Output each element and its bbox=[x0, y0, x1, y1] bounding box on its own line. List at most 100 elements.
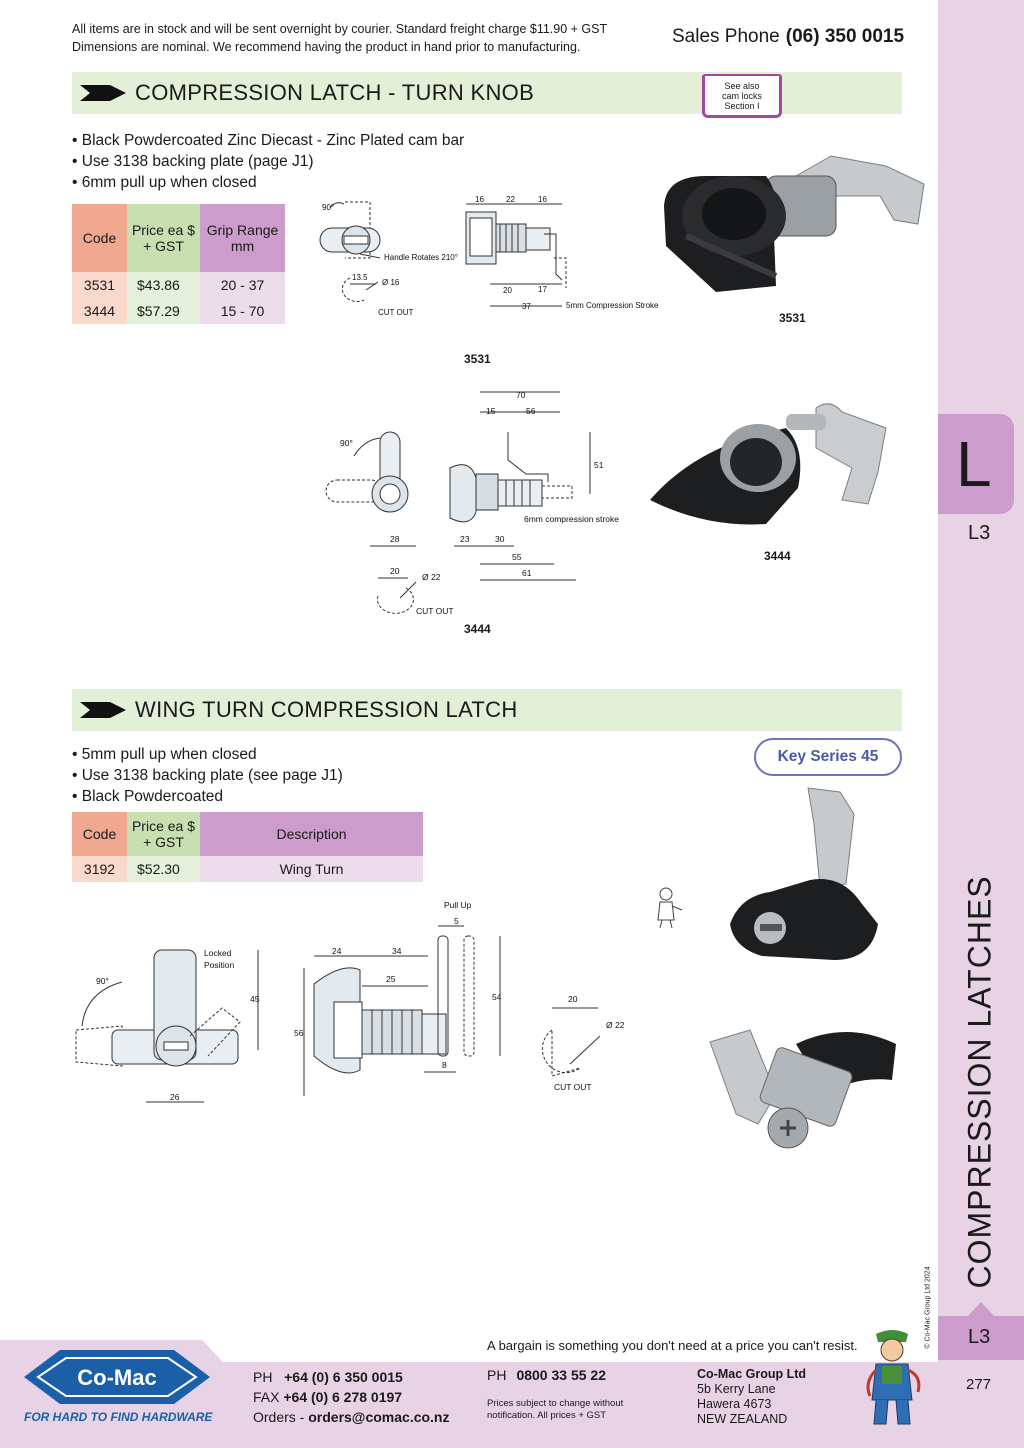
drawing-3531: 90° Handle Rotates 210° 13.5 Ø 16 CUT OU… bbox=[319, 195, 659, 317]
svg-text:90°: 90° bbox=[96, 976, 109, 986]
side-band bbox=[938, 0, 1024, 1448]
mascot-icon bbox=[866, 1330, 921, 1425]
header-price: Price ea $ + GST bbox=[127, 204, 200, 272]
header-code: Code bbox=[72, 204, 127, 272]
section-header-wing-turn: WING TURN COMPRESSION LATCH bbox=[72, 689, 902, 731]
svg-text:20: 20 bbox=[390, 566, 400, 576]
svg-text:34: 34 bbox=[392, 946, 402, 956]
price-table-turn-knob: Code Price ea $ + GST Grip Range mm 3531… bbox=[72, 204, 285, 324]
svg-text:Locked: Locked bbox=[204, 948, 232, 958]
feature-list-wing-turn: • 5mm pull up when closed • Use 3138 bac… bbox=[72, 744, 343, 807]
svg-text:Ø 22: Ø 22 bbox=[606, 1020, 625, 1030]
section-title: COMPRESSION LATCH - TURN KNOB bbox=[135, 80, 535, 105]
header-grip: Grip Range mm bbox=[200, 204, 285, 272]
sales-phone: Sales Phone(06) 350 0015 bbox=[672, 26, 905, 47]
svg-text:Ø 16: Ø 16 bbox=[382, 278, 400, 287]
drawing-3192: 90° Locked Position 45 26 Pull Up 5 24 3… bbox=[75, 900, 625, 1103]
photo-wing-turn-front bbox=[730, 787, 878, 960]
contact-block: PH +64 (0) 6 350 0015 FAX +64 (0) 6 278 … bbox=[253, 1369, 450, 1425]
section-code-bottom: L3 bbox=[968, 1326, 991, 1348]
svg-text:Handle Rotates 210°: Handle Rotates 210° bbox=[384, 253, 458, 262]
header-price: Price ea $ + GST bbox=[127, 812, 200, 856]
list-item: • Use 3138 backing plate (see page J1) bbox=[72, 767, 343, 784]
svg-text:55: 55 bbox=[512, 552, 522, 562]
table-row: 3531 $43.86 20 - 37 bbox=[72, 272, 285, 298]
header-description: Description bbox=[200, 812, 423, 856]
see-also-book[interactable]: See also cam locks Section I bbox=[702, 74, 782, 118]
svg-text:20: 20 bbox=[503, 286, 512, 295]
feature-list-turn-knob: • Black Powdercoated Zinc Diecast - Zinc… bbox=[72, 130, 464, 193]
list-item: • Use 3138 backing plate (page J1) bbox=[72, 153, 314, 170]
svg-text:Co-Mac: Co-Mac bbox=[77, 1365, 156, 1390]
svg-text:90°: 90° bbox=[322, 203, 334, 212]
svg-text:8: 8 bbox=[442, 1060, 447, 1070]
svg-text:CUT OUT: CUT OUT bbox=[416, 606, 454, 616]
svg-text:5: 5 bbox=[454, 916, 459, 926]
tab-notch bbox=[968, 1302, 994, 1316]
svg-text:45: 45 bbox=[250, 994, 260, 1004]
key-series-badge[interactable]: Key Series 45 bbox=[754, 738, 902, 776]
svg-text:51: 51 bbox=[594, 460, 604, 470]
svg-text:61: 61 bbox=[522, 568, 532, 578]
svg-text:CUT OUT: CUT OUT bbox=[378, 308, 414, 317]
drawing-caption-3444: 3444 bbox=[464, 622, 491, 636]
svg-text:Position: Position bbox=[204, 960, 235, 970]
svg-text:24: 24 bbox=[332, 946, 342, 956]
photo-caption-3444: 3444 bbox=[764, 549, 791, 563]
svg-text:CUT OUT: CUT OUT bbox=[554, 1082, 592, 1092]
svg-text:6mm compression stroke: 6mm compression stroke bbox=[524, 514, 619, 524]
svg-text:Ø 22: Ø 22 bbox=[422, 572, 441, 582]
table-header-row: Code Price ea $ + GST Grip Range mm bbox=[72, 204, 285, 272]
svg-text:56: 56 bbox=[294, 1028, 304, 1038]
photo-latch-3444 bbox=[650, 403, 887, 525]
list-item: • 6mm pull up when closed bbox=[72, 174, 257, 191]
svg-text:16: 16 bbox=[475, 195, 484, 204]
table-row: 3444 $57.29 15 - 70 bbox=[72, 298, 285, 324]
svg-text:17: 17 bbox=[538, 285, 547, 294]
drawing-3444: 90° 70 15 56 51 28 23 30 55 61 20 Ø 22 6… bbox=[325, 390, 619, 616]
orders-email-link[interactable]: orders@comac.co.nz bbox=[308, 1409, 450, 1425]
svg-text:54: 54 bbox=[492, 992, 502, 1002]
svg-text:70: 70 bbox=[516, 390, 526, 400]
section-name: COMPRESSION LATCHES bbox=[961, 875, 998, 1289]
arrow-right-icon bbox=[80, 85, 126, 101]
freephone-number[interactable]: 0800 33 55 22 bbox=[516, 1367, 606, 1383]
comac-logo[interactable]: Co-Mac bbox=[24, 1346, 210, 1408]
list-item: • 5mm pull up when closed bbox=[72, 746, 257, 763]
section-letter: L bbox=[956, 428, 992, 500]
svg-text:22: 22 bbox=[506, 195, 515, 204]
stock-notice: All items are in stock and will be sent … bbox=[72, 22, 608, 54]
svg-text:Pull Up: Pull Up bbox=[444, 900, 472, 910]
svg-text:37: 37 bbox=[522, 302, 531, 311]
drawing-caption-3531: 3531 bbox=[464, 352, 491, 366]
table-row: 3192 $52.30 Wing Turn bbox=[72, 856, 423, 882]
bargain-quote: A bargain is something you don't need at… bbox=[487, 1338, 858, 1353]
company-address: Co-Mac Group Ltd 5b Kerry Lane Hawera 46… bbox=[697, 1367, 807, 1426]
photo-caption-3531: 3531 bbox=[779, 311, 806, 325]
svg-text:90°: 90° bbox=[340, 438, 353, 448]
svg-text:20: 20 bbox=[568, 994, 578, 1004]
section-tab-bottom[interactable] bbox=[938, 1316, 1024, 1360]
svg-text:26: 26 bbox=[170, 1092, 180, 1102]
svg-text:25: 25 bbox=[386, 974, 396, 984]
copyright: © Co-Mac Group Ltd 2024 bbox=[924, 1266, 932, 1349]
section-title: WING TURN COMPRESSION LATCH bbox=[135, 697, 518, 722]
page-number: 277 bbox=[966, 1376, 992, 1393]
list-item: • Black Powdercoated Zinc Diecast - Zinc… bbox=[72, 132, 465, 149]
phone-number[interactable]: +64 (0) 6 350 0015 bbox=[284, 1369, 403, 1385]
svg-text:28: 28 bbox=[390, 534, 400, 544]
svg-text:13.5: 13.5 bbox=[352, 273, 368, 282]
mascot-small-icon bbox=[657, 887, 683, 928]
svg-text:30: 30 bbox=[495, 534, 505, 544]
arrow-right-icon bbox=[80, 702, 126, 718]
svg-text:5mm Compression Stroke: 5mm Compression Stroke bbox=[566, 301, 659, 310]
logo-slogan: FOR HARD TO FIND HARDWARE bbox=[24, 1410, 213, 1424]
header-code: Code bbox=[72, 812, 127, 856]
section-tab[interactable] bbox=[938, 414, 1014, 514]
price-note: Prices subject to change without notific… bbox=[487, 1398, 624, 1421]
price-table-wing-turn: Code Price ea $ + GST Description 3192 $… bbox=[72, 812, 423, 882]
svg-text:23: 23 bbox=[460, 534, 470, 544]
fax-number: +64 (0) 6 278 0197 bbox=[283, 1389, 403, 1405]
section-code: L3 bbox=[968, 522, 991, 544]
